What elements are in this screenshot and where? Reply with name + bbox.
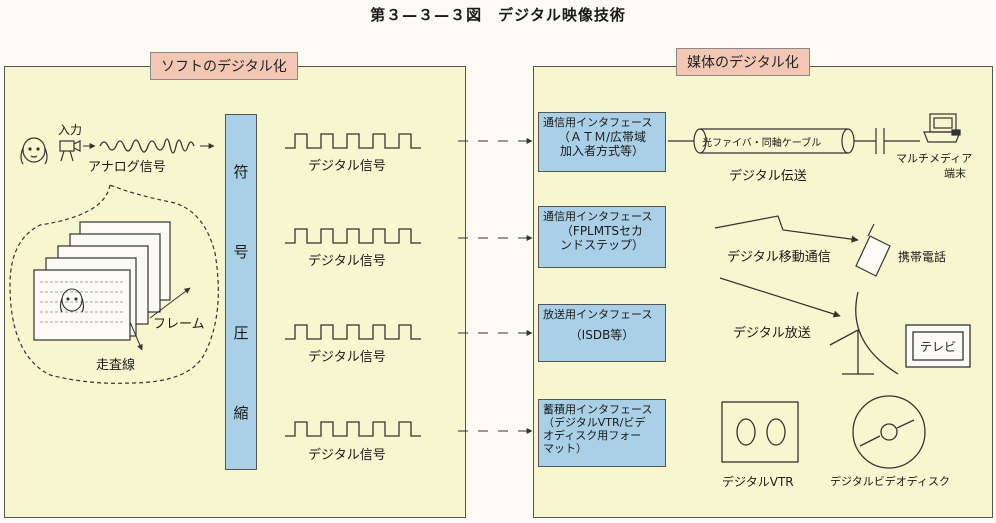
mobile-phone-icon bbox=[855, 223, 891, 277]
interface-detail: （FPLMTSセカ bbox=[560, 224, 644, 238]
figure-title: 第３—３—３図 デジタル映像技術 bbox=[370, 6, 626, 24]
interface-detail: マット） bbox=[543, 442, 587, 455]
mobile-phone-label: 携帯電話 bbox=[898, 250, 947, 264]
interface-detail: （デジタルVTR/ビデ bbox=[543, 416, 646, 429]
digital-broadcast-label: デジタル放送 bbox=[733, 326, 811, 341]
mobile-signal-bolt bbox=[714, 215, 859, 243]
analog-wave bbox=[99, 138, 195, 154]
interface-detail: オディスク用フォー bbox=[543, 429, 642, 442]
digital-pulse-trains bbox=[285, 133, 421, 437]
interface-box-atm: 通信用インタフェース （ＡＴＭ/広帯域 加入者方式等） bbox=[538, 112, 666, 172]
interface-detail: ンドステップ） bbox=[559, 238, 644, 252]
interface-title: 蓄積用インタフェース bbox=[543, 403, 653, 416]
interface-title: 通信用インタフェース bbox=[543, 210, 653, 223]
fiber-cable-label: 光ファイバ・同軸ケーブル bbox=[702, 138, 822, 149]
digital-signal-label: デジタル信号 bbox=[308, 159, 386, 174]
media-digitization-label: 媒体のデジタル化 bbox=[676, 48, 810, 76]
digital-signal-label: デジタル信号 bbox=[308, 350, 386, 365]
frame-label: フレーム bbox=[153, 317, 205, 332]
video-disc-icon bbox=[852, 395, 926, 469]
digital-mobile-label: デジタル移動通信 bbox=[727, 250, 831, 265]
broadcast-signal-line bbox=[719, 277, 841, 318]
terminal-label: 端末 bbox=[944, 167, 966, 180]
connector-arrows bbox=[458, 141, 532, 431]
interface-title: 通信用インタフェース bbox=[543, 116, 653, 129]
input-label: 入力 bbox=[58, 123, 83, 137]
fiber-cable-icon bbox=[668, 128, 920, 154]
interface-detail: （ISDB等） bbox=[569, 328, 635, 342]
multimedia-label: マルチメディア bbox=[896, 152, 973, 165]
compression-char: 縮 bbox=[233, 404, 249, 423]
digital-videodisc-label: デジタルビデオディスク bbox=[830, 475, 951, 488]
software-digitization-label: ソフトのデジタル化 bbox=[150, 52, 298, 80]
camera-icon bbox=[59, 140, 81, 162]
encoding-compression-bar: 符 号 圧 縮 bbox=[225, 114, 257, 470]
digital-signal-label: デジタル信号 bbox=[308, 254, 386, 269]
interface-box-fplmts: 通信用インタフェース （FPLMTSセカ ンドステップ） bbox=[538, 206, 666, 268]
digital-vtr-label: デジタルVTR bbox=[722, 475, 794, 489]
interface-box-storage: 蓄積用インタフェース （デジタルVTR/ビデ オディスク用フォー マット） bbox=[538, 399, 666, 467]
tv-icon bbox=[905, 324, 971, 368]
interface-detail: （ＡＴＭ/広帯域 bbox=[557, 130, 647, 144]
interface-detail: 加入者方式等） bbox=[559, 144, 644, 158]
compression-char: 号 bbox=[233, 243, 249, 262]
compression-char: 圧 bbox=[233, 323, 249, 342]
scan-line-label: 走査線 bbox=[96, 358, 136, 373]
analog-signal-label: アナログ信号 bbox=[88, 160, 166, 175]
dashed-frame-region bbox=[9, 184, 219, 384]
antenna-dish-icon bbox=[829, 291, 899, 375]
person-face-icon bbox=[59, 288, 85, 313]
scanline-pointer-arrow bbox=[129, 321, 143, 351]
frame-pointer-arrow bbox=[149, 287, 191, 319]
digital-signal-label: デジタル信号 bbox=[308, 448, 386, 463]
computer-terminal-icon bbox=[923, 113, 961, 143]
tv-screen-text: テレビ bbox=[920, 340, 956, 354]
compression-char: 符 bbox=[233, 162, 249, 181]
interface-title: 放送用インタフェース bbox=[543, 308, 653, 321]
vtr-cassette-icon bbox=[721, 401, 799, 463]
person-face-icon bbox=[20, 137, 48, 165]
interface-box-isdb: 放送用インタフェース （ISDB等） bbox=[538, 304, 666, 362]
digital-transmission-label: デジタル伝送 bbox=[729, 169, 807, 184]
